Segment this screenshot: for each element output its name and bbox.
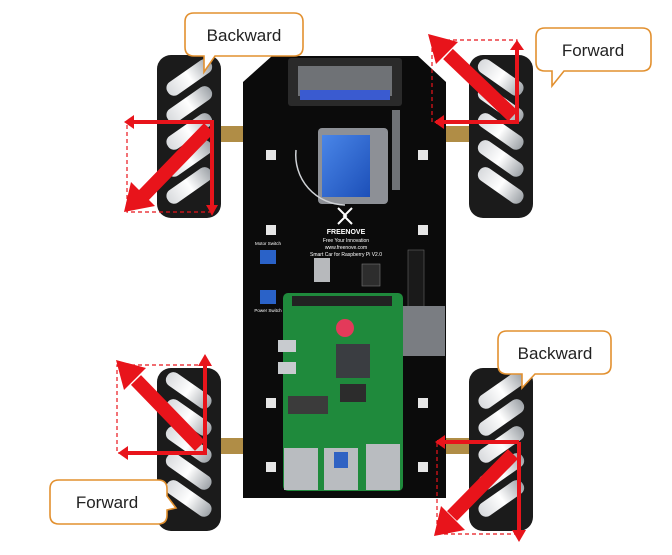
arrow-icon bbox=[437, 440, 519, 444]
sensor-module bbox=[314, 258, 330, 282]
usb-port bbox=[284, 448, 318, 490]
led-pad bbox=[266, 150, 276, 160]
wheel-rear-right bbox=[469, 368, 533, 531]
led-pad bbox=[266, 398, 276, 408]
power-switch bbox=[260, 290, 276, 304]
callout-top-right: Forward bbox=[536, 28, 651, 86]
led-pad bbox=[266, 225, 276, 235]
power-switch-label: Power Switch bbox=[254, 308, 282, 313]
camera-connector bbox=[288, 396, 328, 414]
board-brand: FREENOVE bbox=[327, 229, 366, 236]
ic-chip bbox=[362, 264, 380, 286]
hdmi-port bbox=[278, 340, 296, 352]
arrow-icon bbox=[132, 120, 214, 124]
arrow-icon bbox=[512, 530, 526, 542]
ethernet-port bbox=[366, 444, 400, 490]
arrow-icon bbox=[126, 451, 207, 455]
arrow-icon bbox=[124, 115, 134, 129]
callout-bottom-left: Forward bbox=[50, 480, 176, 524]
callout-label: Forward bbox=[562, 41, 624, 60]
motor-switch-label: Motor Switch bbox=[255, 241, 282, 246]
arrow-icon bbox=[436, 120, 518, 124]
bracket-arm bbox=[392, 110, 400, 190]
motor-axle bbox=[444, 126, 470, 142]
hdmi-port bbox=[278, 362, 296, 374]
raspberry-logo-icon bbox=[336, 319, 354, 337]
raspberry-pi-board bbox=[278, 293, 403, 491]
callout-label: Forward bbox=[76, 493, 138, 512]
callout-label: Backward bbox=[518, 344, 593, 363]
ribbon-cable bbox=[403, 306, 445, 356]
ram-chip bbox=[340, 384, 366, 402]
led-pad bbox=[418, 398, 428, 408]
arrow-icon bbox=[517, 442, 521, 532]
led-pad bbox=[418, 150, 428, 160]
arrow-icon bbox=[118, 446, 128, 460]
chassis-board: FREENOVE Free Your Innovation www.freeno… bbox=[243, 56, 446, 498]
motor-axle bbox=[220, 126, 246, 142]
camera-module bbox=[322, 135, 370, 197]
callout-label: Backward bbox=[207, 26, 282, 45]
board-product: Smart Car for Raspberry Pi V2.0 bbox=[310, 252, 382, 258]
usb3-inner bbox=[334, 452, 348, 468]
arrow-icon bbox=[198, 354, 212, 366]
motor-switch bbox=[260, 250, 276, 264]
servo-strip bbox=[300, 90, 390, 100]
board-tagline: Free Your Innovation bbox=[323, 238, 369, 244]
gpio-header bbox=[292, 296, 392, 306]
board-website: www.freenove.com bbox=[325, 245, 367, 251]
soc-chip bbox=[336, 344, 370, 378]
led-pad bbox=[418, 462, 428, 472]
motor-axle bbox=[220, 438, 246, 454]
led-pad bbox=[418, 225, 428, 235]
arrow-icon bbox=[510, 40, 524, 50]
led-pad bbox=[266, 462, 276, 472]
